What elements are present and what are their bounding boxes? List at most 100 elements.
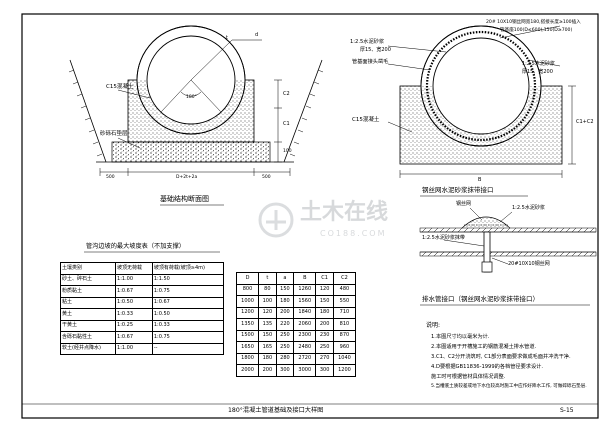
table-row: 粘土 1:0.50 1:0.67 [59,296,225,309]
table-cell: 280 [275,352,295,365]
table-cell: 1260 [293,283,317,296]
table-cell: 200 [315,318,334,331]
watermark-brand: 土木在线 [300,200,389,225]
dim-c1c2: C1+C2 [576,119,594,125]
table-cell: 1:1.00 [115,342,153,355]
table-cell: 150 [258,329,277,342]
table-header-cell: 土壤类别 [59,262,117,275]
table-cell: 270 [315,352,334,365]
table-row: 1800 180 280 2720 270 1040 [235,352,357,365]
table-cell: 150 [315,295,334,308]
table-cell: 300 [315,364,334,377]
table-cell: 550 [332,295,357,308]
detail-top-title: 钢丝网水泥砂浆抹带接口 [422,186,494,194]
table-cell: 砂土、碎石土 [59,273,117,286]
table-cell: 1:0.67 [151,296,225,309]
table-cell: 1:0.75 [151,331,225,344]
label-mortar-right: 1:2.5水泥砂浆 [522,61,555,67]
table-cell: 710 [332,306,357,319]
table-cell: 1840 [293,306,317,319]
table-cell: 180 [275,295,295,308]
watermark-logo-icon [258,202,294,238]
table-cell: 960 [332,341,357,354]
table-cell: 1000 [235,295,260,308]
detail-mesh-spec: 20#10X10钢丝网 [508,261,550,267]
dim-c2: C2 [283,91,290,97]
sheet-border [21,13,599,419]
table-cell: 1800 [235,352,260,365]
table-cell: 800 [235,283,260,296]
table-header-cell: C2 [332,272,357,285]
table-row: 黄土 1:0.33 1:0.50 [59,308,225,321]
right-joint-section [387,25,576,178]
label-mortar-top-sub: 厚15、宽200 [360,47,391,53]
table-cell: 1:0.33 [151,319,225,332]
table-cell: 1:0.75 [151,285,225,298]
table-row: 1650 165 250 2480 250 960 [235,341,357,354]
table-cell: 810 [332,318,357,331]
table-cell: 粉质黏土 [59,285,117,298]
label-c15-concrete-left: C15混凝土 [106,84,134,90]
table-cell: 250 [275,329,295,342]
table-header-cell: D [235,272,260,285]
note-item: 1.本图尺寸均以毫米为计. [431,334,490,340]
table-cell: 2720 [293,352,317,365]
dim-d: d [255,32,259,38]
table-header-cell: 坡顶无荷载 [115,262,153,275]
table-header-cell: C1 [315,272,334,285]
label-mesh-note-1: 20# 10X10钢丝网宽180,搭接长度≥100插入 [486,20,581,25]
table-cell: 1:0.25 [115,319,153,332]
table-row: 干黄土 1:0.25 1:0.33 [59,319,225,332]
table-cell: 1:1.50 [151,273,225,286]
label-mortar-right-sub: 厚15、宽200 [522,69,553,75]
dim-500-left: 500 [106,175,115,180]
notes-title: 说明: [426,322,441,329]
drawing-title: 180°混凝土管道基础及接口大样图 [228,407,324,414]
detail-mortar-label: 1:2.5水泥砂浆 [512,205,545,211]
watermark-url: CO188.COM [320,229,387,238]
table-row: 含砾石黏性土 1:0.67 1:0.75 [59,331,225,344]
note-item: 5.当槽底土质较差或地下水位较高时施工中应作好降水工作, 可做碎砾石垫层. [431,384,587,389]
table-cell: 黄土 [59,308,117,321]
table-cell: 1560 [293,295,317,308]
sheet-number: S-15 [560,407,574,414]
table-cell: 250 [275,341,295,354]
table-cell: 180 [315,306,334,319]
table-cell: 135 [258,318,277,331]
table-header-cell: B [293,272,317,285]
table-cell: 100 [258,295,277,308]
label-c15-concrete-right: C15混凝土 [352,117,380,123]
dim-t: t [226,35,228,41]
table-cell: -- [151,342,225,355]
note-item: 2.本图适用于开槽施工的钢筋混凝土排水管道. [431,344,537,350]
watermark: 土木在线 CO188.COM [256,196,416,246]
detail-caption: 排水管接口（钢丝网水泥砂浆抹带接口） [422,295,539,303]
table-row: 1350 135 220 2060 200 810 [235,318,357,331]
label-pipe-joint: 管基面接头凿毛 [352,59,389,65]
table-cell: 120 [258,306,277,319]
dim-b-right: B [478,177,482,183]
detail-mesh-label: 钢丝网 [456,201,472,207]
table-cell: 1350 [235,318,260,331]
table-header-row: 土壤类别 坡顶无荷载 坡顶有荷载(坡顶≥4m) [59,262,225,275]
table-cell: 1500 [235,329,260,342]
slope-table: 土壤类别 坡顶无荷载 坡顶有荷载(坡顶≥4m) 砂土、碎石土 1:1.00 1:… [59,262,225,355]
table-cell: 870 [332,329,357,342]
table-cell: 粘土 [59,296,117,309]
table-cell: 200 [258,364,277,377]
table-cell: 220 [275,318,295,331]
table-cell: 干黄土 [59,319,117,332]
table-cell: 1:0.33 [115,308,153,321]
table-cell: 165 [258,341,277,354]
dim-c1: C1 [283,121,290,127]
table-cell: 300 [275,364,295,377]
dim-h100: 100 [283,149,292,154]
table-cell: 1:0.50 [151,308,225,321]
table-cell: 含砾石黏性土 [59,331,117,344]
table-cell: 软土(经井点降水) [59,342,117,355]
table-row: 1500 150 250 2300 230 870 [235,329,357,342]
table-cell: 120 [315,283,334,296]
table-cell: 2300 [293,329,317,342]
